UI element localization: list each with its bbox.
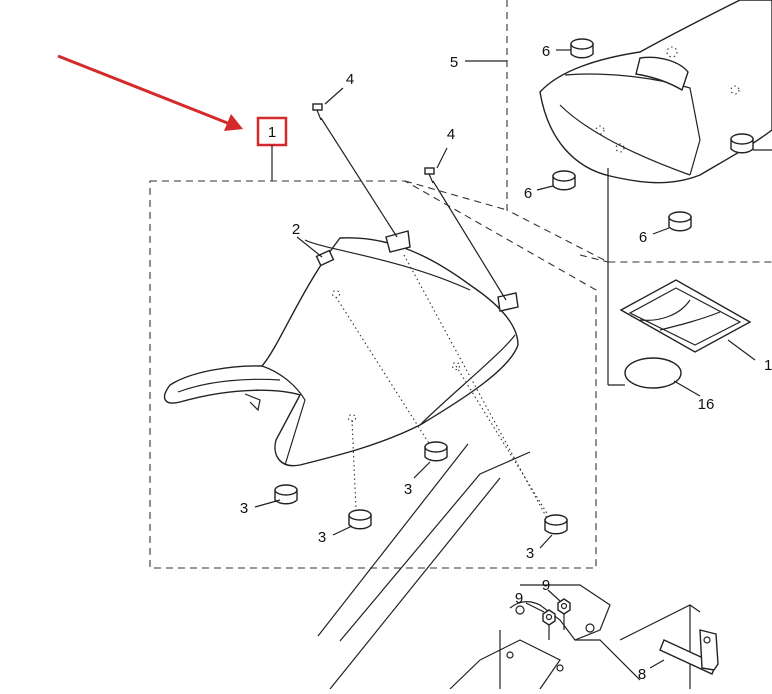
nut-icon: 9 [542,577,571,630]
callout-15: 15 [764,357,772,374]
callout-3c: 3 [404,481,412,498]
damper-icon [730,133,772,154]
callout-9a: 9 [515,590,523,607]
damper-icon: 3 [240,484,298,517]
callout-3a: 3 [240,500,248,517]
callout-6c: 6 [639,229,647,246]
callout-6b: 6 [524,185,532,202]
damper-icon: 6 [639,211,692,246]
callout-9b: 9 [542,577,550,594]
callout-6a: 6 [542,43,550,60]
callout-16: 16 [698,396,715,413]
damper-icon: 3 [318,509,372,546]
arrow-icon [57,54,243,131]
callout-8: 8 [638,666,646,683]
nut-icon: 9 [515,590,556,640]
bracket-icon: 8 [638,629,719,683]
damper-icon: 6 [542,38,594,60]
rear-seat: 5 [450,0,772,386]
damper-icon: 3 [526,514,568,562]
callout-1-box: 1 [256,116,288,181]
tool-bag-icon: 15 [619,279,772,374]
callout-1: 1 [268,124,276,141]
bolt-icon: 4 [312,71,398,238]
frame-assembly [317,443,701,690]
bolt-icon: 4 [424,126,507,301]
damper-icon: 6 [524,170,576,202]
rear-seat-frame [404,0,772,263]
band-icon: 16 [624,357,715,413]
callout-4a: 4 [346,71,354,88]
seat-assembly-frame [149,180,597,569]
callout-4b: 4 [447,126,455,143]
callout-2: 2 [292,221,300,238]
front-seat [163,230,519,467]
damper-icon: 3 [404,441,448,498]
callout-5: 5 [450,54,458,71]
callout-3d: 3 [526,545,534,562]
callout-3b: 3 [318,529,326,546]
